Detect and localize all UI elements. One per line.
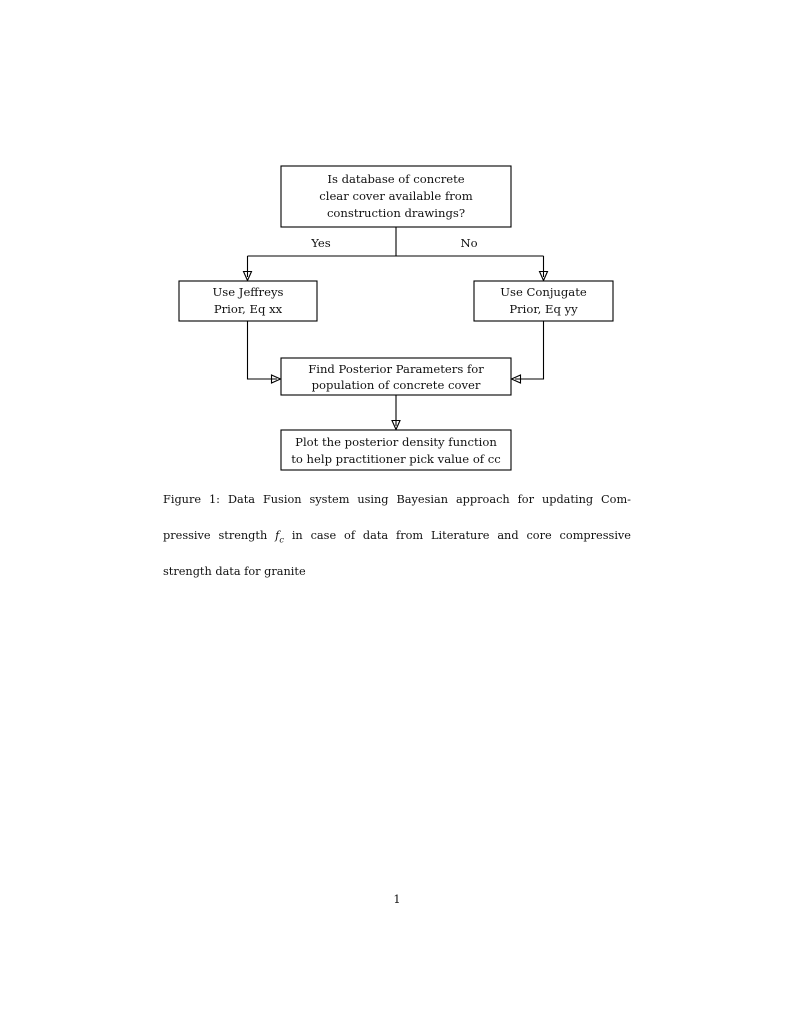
edge-conjugate-to-posterior (515, 321, 545, 380)
node-posterior-line-1: Find Posterior Parameters for (308, 362, 484, 376)
arrowhead-posterior-left (270, 374, 282, 384)
node-decision-line-2: clear cover available from (319, 189, 473, 203)
caption-line-2-text-b: in case of data from Literature and core… (283, 529, 631, 543)
caption-variable-f: f (275, 529, 280, 543)
node-plot-line-2: to help practitioner pick value of cc (291, 452, 501, 466)
node-jeffreys-box[interactable] (178, 280, 318, 322)
caption-line-2: pressive strength fc in case of data fro… (163, 527, 631, 563)
branch-label-no: No (460, 236, 477, 250)
edge-jeffreys-to-posterior (246, 321, 277, 380)
node-decision-line-1: Is database of concrete (327, 172, 464, 186)
node-decision-box[interactable] (280, 165, 512, 228)
node-jeffreys-line-1: Use Jeffreys (213, 285, 284, 299)
caption-line-3: strength data for granite (163, 565, 306, 579)
flowchart-figure: Is database of concrete clear cover avai… (178, 165, 614, 471)
caption-line-1-text: Data Fusion system using Bayesian approa… (227, 493, 631, 506)
figure-caption: Figure 1: Data Fusion system using Bayes… (163, 491, 631, 581)
branch-label-yes: Yes (310, 236, 331, 250)
node-posterior-line-2: population of concrete cover (312, 378, 481, 392)
arrowhead-yes (242, 270, 253, 282)
caption-label: Figure 1: (163, 493, 220, 506)
arrowhead-posterior-right (510, 374, 522, 384)
node-conjugate-line-2: Prior, Eq yy (509, 302, 578, 316)
node-conjugate-box[interactable] (473, 280, 614, 322)
caption-line-1: Figure 1: Data Fusion system using Bayes… (163, 491, 631, 527)
node-posterior-box[interactable] (280, 357, 512, 396)
node-plot-line-1: Plot the posterior density function (295, 435, 497, 449)
arrowhead-plot (391, 419, 401, 431)
node-jeffreys-line-2: Prior, Eq xx (214, 302, 283, 316)
caption-line-2-text-a: pressive strength (163, 529, 276, 543)
node-conjugate-line-1: Use Conjugate (500, 285, 587, 299)
page-number: 1 (393, 893, 401, 906)
caption-variable-subscript-c: c (279, 534, 284, 545)
arrowhead-no (538, 270, 549, 282)
node-decision-line-3: construction drawings? (327, 206, 465, 220)
node-plot-box[interactable] (280, 429, 512, 471)
